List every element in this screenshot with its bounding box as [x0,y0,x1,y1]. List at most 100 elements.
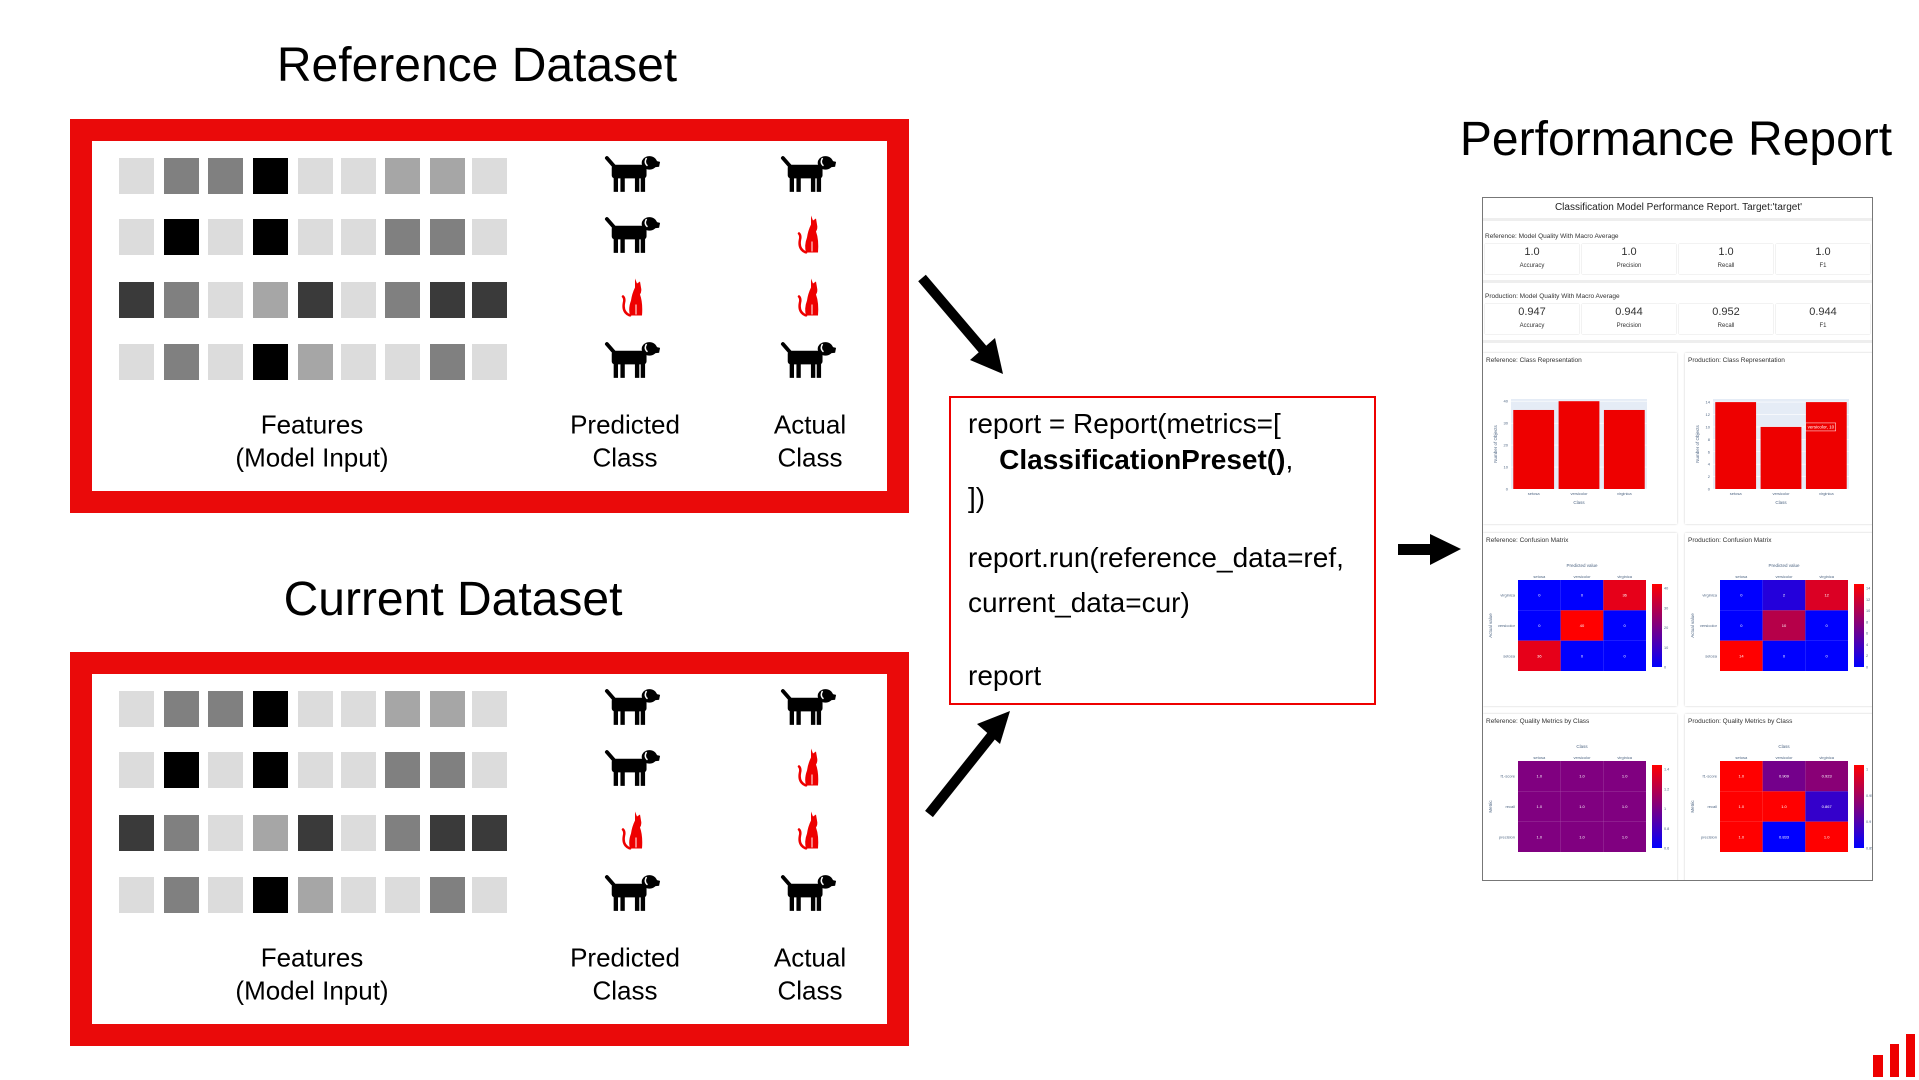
feature-cell [430,752,465,788]
heatmap-cell[interactable] [1518,610,1561,641]
metric-label: Recall [1717,323,1735,329]
feature-cell [341,752,376,788]
heatmap-cell[interactable] [1518,791,1561,822]
feature-cell [298,752,333,788]
heatmap-cell[interactable] [1560,791,1604,822]
heatmap-cell[interactable] [1560,761,1604,792]
heatmap-cell[interactable] [1603,791,1646,822]
heatmap-cell[interactable] [1762,580,1806,611]
heatmap-cell[interactable] [1762,761,1806,792]
heatmap-cell[interactable] [1560,610,1604,641]
heatmap-cell[interactable] [1603,610,1646,641]
cell-value: 0 [1826,653,1829,658]
x-axis-label: Class [1573,500,1585,505]
column-label: setosa [1533,574,1546,579]
heatmap-cell[interactable] [1720,821,1763,852]
cell-value: 1.0 [1537,834,1543,839]
feature-cell [472,752,507,788]
bar-setosa[interactable] [1715,402,1757,489]
bar-setosa[interactable] [1513,409,1555,489]
heatmap-cell[interactable] [1603,640,1646,671]
colorbar-tick: 1.4 [1664,768,1669,772]
x-axis-label: Predicted value [1566,563,1598,568]
heatmap-cell[interactable] [1720,791,1763,822]
cell-value: 14 [1739,653,1744,658]
colorbar-tick: 40 [1664,587,1668,591]
heatmap-cell[interactable] [1720,580,1763,611]
feature-cell [119,344,154,380]
heatmap-cell[interactable] [1805,791,1848,822]
heatmap-cell[interactable] [1805,610,1848,641]
dog-icon [604,748,662,793]
label-actual: Actual [773,409,847,440]
heatmap-cell[interactable] [1805,761,1848,792]
x-axis-label: Class [1775,500,1787,505]
heatmap-cell[interactable] [1560,821,1604,852]
evidently-logo [1873,1034,1915,1077]
bar-versicolor[interactable] [1760,426,1802,489]
heatmap-cell[interactable] [1762,640,1806,671]
feature-cell [119,815,154,851]
cell-value: 0 [1538,593,1541,598]
heatmap-cell[interactable] [1518,580,1561,611]
feature-cell [385,282,420,318]
feature-cell [164,752,199,788]
feature-cell [208,158,243,194]
y-tick-label: 2 [1708,474,1711,479]
bar-virginica[interactable] [1805,402,1847,489]
colorbar-tick: 0.9 [1866,820,1871,824]
dog-icon [780,340,838,385]
heatmap-cell[interactable] [1518,761,1561,792]
heatmap-cell[interactable] [1518,640,1561,671]
dog-icon [604,340,662,385]
cat-icon [621,278,645,322]
dog-icon [780,687,838,732]
colorbar-tick: 12 [1866,598,1870,602]
row-label: setosa [1503,653,1516,658]
heatmap-cell[interactable] [1603,761,1646,792]
feature-cell [298,158,333,194]
colorbar-tick: 1 [1664,807,1666,811]
heatmap-cell[interactable] [1560,640,1604,671]
y-tick-label: 10 [1706,424,1711,429]
x-tick-label: setosa [1730,491,1743,496]
bar-versicolor[interactable] [1558,401,1600,489]
cell-value: 0 [1538,623,1541,628]
heatmap-cell[interactable] [1720,640,1763,671]
chart-title: Reference: Class Representation [1486,357,1582,364]
feature-cell [298,219,333,255]
heatmap-cell[interactable] [1805,580,1848,611]
feature-cell [298,282,333,318]
heatmap-cell[interactable] [1762,821,1806,852]
heatmap-cell[interactable] [1720,610,1763,641]
feature-cell [208,344,243,380]
heatmap-cell[interactable] [1560,580,1604,611]
heatmap-cell[interactable] [1518,821,1561,852]
heatmap-cell[interactable] [1720,761,1763,792]
heatmap-cell[interactable] [1805,640,1848,671]
heatmap-cell[interactable] [1762,791,1806,822]
heatmap-cell[interactable] [1762,610,1806,641]
x-tick-label: virginica [1819,491,1834,496]
dog-icon [604,215,662,260]
y-axis-label: Metric [1488,800,1493,813]
y-tick-label: 30 [1504,421,1509,426]
cell-value: 1.0 [1622,804,1628,809]
cell-value: 0 [1740,593,1743,598]
colorbar-tick: 0.8 [1664,827,1669,831]
heatmap-cell[interactable] [1805,821,1848,852]
heatmap-cell[interactable] [1603,580,1646,611]
feature-cell [208,877,243,913]
heatmap-cell[interactable] [1603,821,1646,852]
cell-value: 0 [1740,623,1743,628]
bar-virginica[interactable] [1603,409,1645,489]
